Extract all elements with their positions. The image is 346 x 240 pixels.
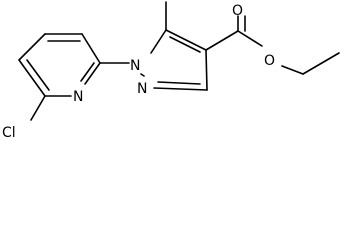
atom-label-cl: Cl <box>2 125 16 141</box>
atom-label-n-pyridine: N <box>73 89 83 105</box>
atom-label-o-carbonyl: O <box>232 3 243 19</box>
atom-label-o-ester: O <box>264 53 275 69</box>
atom-label-n2-pyrazole: N <box>137 81 147 97</box>
atom-label-n1-pyrazole: N <box>130 58 140 74</box>
bond-lines <box>18 1 340 121</box>
chemical-structure: Cl N N N O O <box>2 1 340 141</box>
